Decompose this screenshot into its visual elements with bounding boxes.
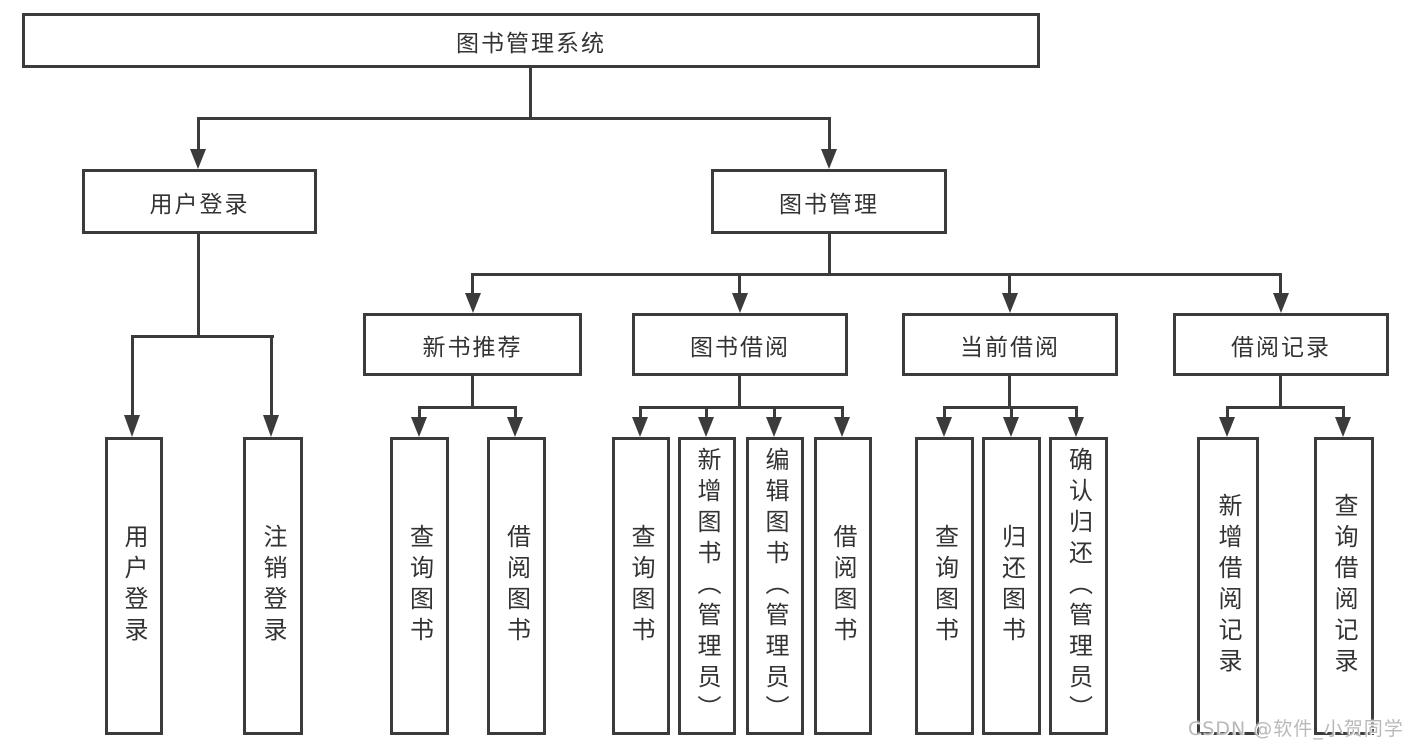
- leaf-nbr-query-books: 查询图书: [390, 437, 449, 735]
- connector-user-login-drop-1: [131, 335, 134, 415]
- node-borrow-record-label: 借阅记录: [1231, 334, 1331, 361]
- leaf-bb-borrow-books-label: 借阅图书: [829, 524, 857, 648]
- connector-root-rail: [197, 117, 831, 120]
- connector-drop-borrow-record: [1279, 273, 1282, 297]
- leaf-cb-return-books: 归还图书: [982, 437, 1041, 735]
- arrowhead-to-leaf-logout: [263, 415, 279, 437]
- node-book-borrow-label: 图书借阅: [690, 334, 790, 361]
- arrowhead-to-book-mgmt: [821, 149, 837, 169]
- leaf-br-add-record: 新增借阅记录: [1197, 437, 1259, 735]
- node-book-mgmt: 图书管理: [711, 169, 947, 234]
- connector-bb-drop-3: [773, 406, 776, 420]
- connector-nbr-stem: [471, 376, 474, 406]
- leaf-nbr-borrow-books: 借阅图书: [487, 437, 546, 735]
- connector-root-right-drop: [828, 117, 831, 153]
- connector-cb-drop-3: [1075, 406, 1078, 420]
- arrowhead-to-book-borrow: [732, 293, 748, 313]
- leaf-cb-confirm-return-admin-label: 确认归还（管理员）: [1064, 447, 1093, 726]
- arrowhead-bb-leaf-3: [766, 417, 782, 437]
- connector-br-stem: [1279, 376, 1282, 406]
- leaf-logout: 注销登录: [243, 437, 303, 735]
- leaf-nbr-borrow-books-label: 借阅图书: [502, 524, 531, 648]
- connector-drop-current-borrow: [1008, 273, 1011, 297]
- connector-cb-drop-1: [943, 406, 946, 420]
- connector-root-stem: [529, 68, 532, 117]
- connector-nbr-rail: [418, 406, 517, 409]
- leaf-nbr-query-books-label: 查询图书: [405, 524, 434, 648]
- leaf-user-login-label: 用户登录: [120, 524, 148, 648]
- connector-bb-drop-4: [841, 406, 844, 420]
- connector-root-left-drop: [197, 117, 200, 153]
- arrowhead-to-new-book-rec: [465, 293, 481, 313]
- connector-drop-new-book-rec: [471, 273, 474, 297]
- connector-user-login-drop-2: [270, 335, 273, 415]
- arrowhead-bb-leaf-1: [632, 417, 648, 437]
- leaf-bb-edit-books-admin: 编辑图书（管理员）: [746, 437, 804, 735]
- node-root-label: 图书管理系统: [456, 30, 606, 57]
- arrowhead-bb-leaf-2: [698, 417, 714, 437]
- node-book-borrow: 图书借阅: [632, 313, 848, 376]
- node-book-mgmt-label: 图书管理: [779, 191, 879, 218]
- leaf-cb-query-books: 查询图书: [915, 437, 974, 735]
- connector-br-drop-2: [1342, 406, 1345, 420]
- arrowhead-to-borrow-record: [1273, 293, 1289, 313]
- leaf-bb-add-books-admin: 新增图书（管理员）: [678, 437, 736, 735]
- connector-user-login-stem: [197, 234, 200, 335]
- leaf-cb-return-books-label: 归还图书: [997, 524, 1026, 648]
- arrowhead-cb-leaf-3: [1068, 417, 1084, 437]
- connector-nbr-drop-1: [418, 406, 421, 420]
- arrowhead-cb-leaf-2: [1003, 417, 1019, 437]
- leaf-cb-query-books-label: 查询图书: [930, 524, 959, 648]
- connector-cb-drop-2: [1010, 406, 1013, 420]
- arrowhead-to-leaf-login: [124, 415, 140, 437]
- arrowhead-cb-leaf-1: [936, 417, 952, 437]
- leaf-bb-edit-books-admin-label: 编辑图书（管理员）: [761, 447, 789, 726]
- arrowhead-to-user-login: [190, 149, 206, 169]
- leaf-bb-borrow-books: 借阅图书: [814, 437, 872, 735]
- leaf-cb-confirm-return-admin: 确认归还（管理员）: [1049, 437, 1108, 735]
- connector-book-mgmt-stem: [828, 234, 831, 273]
- node-borrow-record: 借阅记录: [1173, 313, 1389, 376]
- leaf-br-query-record: 查询借阅记录: [1314, 437, 1374, 735]
- arrowhead-bb-leaf-4: [834, 417, 850, 437]
- leaf-bb-query-books: 查询图书: [612, 437, 670, 735]
- leaf-bb-query-books-label: 查询图书: [627, 524, 655, 648]
- connector-user-login-rail: [131, 335, 274, 338]
- leaf-logout-label: 注销登录: [259, 524, 287, 648]
- connector-nbr-drop-2: [514, 406, 517, 420]
- connector-cb-stem: [1008, 376, 1011, 406]
- connector-bb-drop-1: [639, 406, 642, 420]
- node-user-login: 用户登录: [82, 169, 317, 234]
- leaf-br-query-record-label: 查询借阅记录: [1330, 493, 1358, 679]
- node-new-book-rec-label: 新书推荐: [422, 334, 523, 361]
- arrowhead-nbr-leaf-1: [411, 417, 427, 437]
- node-current-borrow-label: 当前借阅: [960, 334, 1060, 361]
- connector-br-drop-1: [1226, 406, 1229, 420]
- arrowhead-br-leaf-1: [1219, 417, 1235, 437]
- leaf-user-login: 用户登录: [105, 437, 163, 735]
- leaf-bb-add-books-admin-label: 新增图书（管理员）: [693, 447, 721, 726]
- connector-book-mgmt-rail: [471, 273, 1282, 276]
- arrowhead-br-leaf-2: [1335, 417, 1351, 437]
- leaf-br-add-record-label: 新增借阅记录: [1214, 493, 1242, 679]
- node-new-book-rec: 新书推荐: [363, 313, 582, 376]
- arrowhead-to-current-borrow: [1002, 293, 1018, 313]
- connector-bb-rail: [639, 406, 843, 409]
- connector-bb-drop-2: [705, 406, 708, 420]
- node-current-borrow: 当前借阅: [902, 313, 1118, 376]
- arrowhead-nbr-leaf-2: [507, 417, 523, 437]
- connector-drop-book-borrow: [738, 273, 741, 297]
- node-root-system: 图书管理系统: [22, 13, 1040, 68]
- node-user-login-label: 用户登录: [149, 191, 250, 218]
- connector-bb-stem: [738, 376, 741, 406]
- connector-br-rail: [1226, 406, 1344, 409]
- csdn-watermark: CSDN @软件_小贺同学: [1188, 718, 1404, 740]
